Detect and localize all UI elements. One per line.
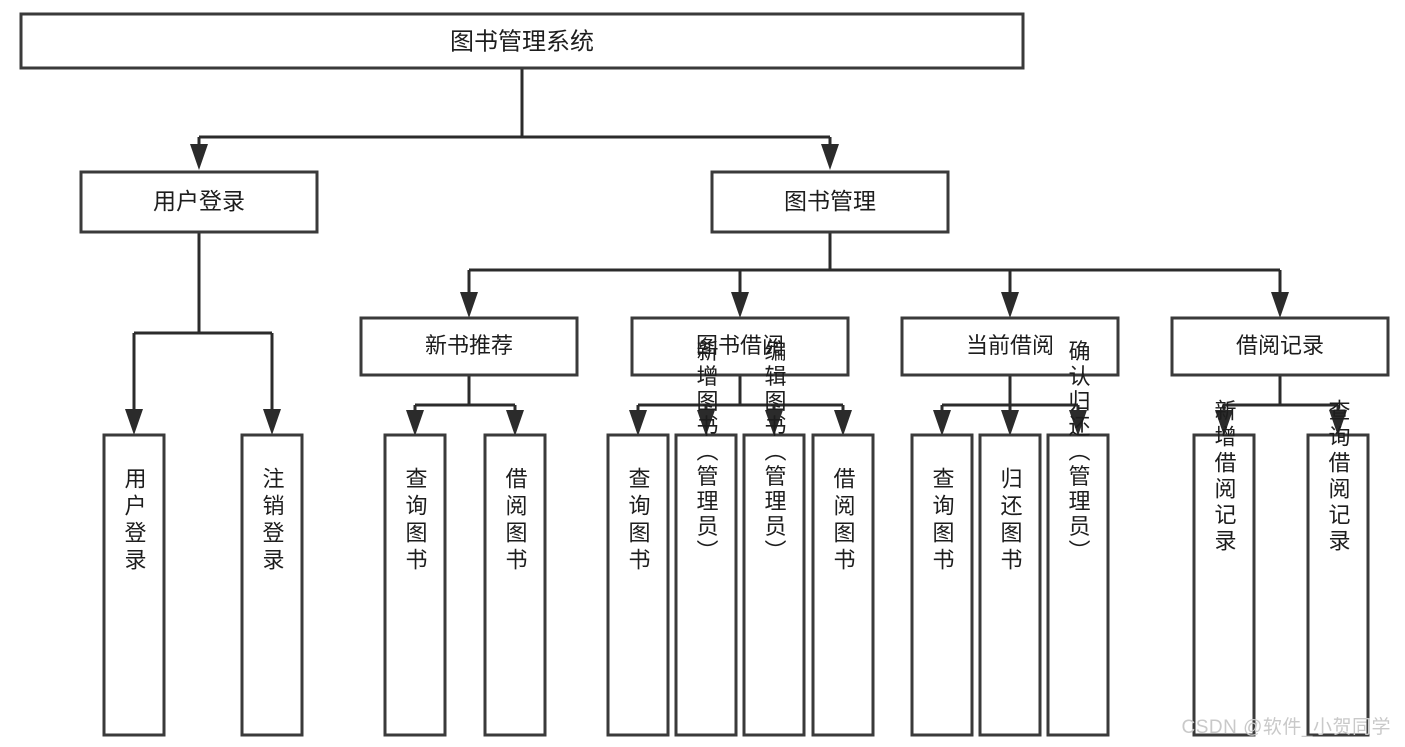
- leaf-return-book[interactable]: 归还图书: [978, 433, 1042, 737]
- leaf-edit-book[interactable]: 编辑图书（管理员）: [742, 340, 806, 737]
- leaf-logout-label: 注销登录: [260, 467, 285, 575]
- leaf-query-book-b-label: 查询图书: [626, 467, 651, 575]
- leaf-return-book-label: 归还图书: [998, 467, 1023, 575]
- arrow-to-leaf-query-book-a: [406, 410, 424, 436]
- leaf-add-book-box[interactable]: [674, 433, 738, 737]
- leaf-logout[interactable]: 注销登录: [240, 433, 304, 737]
- node-new-book-rec[interactable]: 新书推荐: [359, 316, 579, 377]
- node-book-mgmt-group[interactable]: 图书管理: [710, 170, 950, 234]
- arrow-to-user-login: [190, 144, 208, 170]
- leaf-query-record[interactable]: 查询借阅记录: [1306, 399, 1370, 737]
- leaf-user-login[interactable]: 用户登录: [102, 433, 166, 737]
- arrow-to-current-borrow: [1001, 292, 1019, 318]
- node-book-borrow-box[interactable]: [630, 316, 850, 377]
- connector-layer: [125, 68, 1347, 436]
- leaf-borrow-book-a-label: 借阅图书: [503, 467, 528, 575]
- arrow-to-leaf-logout: [263, 409, 281, 435]
- csdn-watermark: CSDN @软件_小贺同学: [1181, 717, 1391, 738]
- leaf-query-book-a-box[interactable]: [383, 433, 447, 737]
- leaf-user-login-box[interactable]: [102, 433, 166, 737]
- node-new-book-rec-box[interactable]: [359, 316, 579, 377]
- leaf-query-book-c-box[interactable]: [910, 433, 974, 737]
- arrow-to-leaf-query-book-b: [629, 410, 647, 436]
- arrow-to-leaf-borrow-book-b: [834, 410, 852, 436]
- node-borrow-record-label: 借阅记录: [1236, 333, 1324, 358]
- node-user-login-box[interactable]: [79, 170, 319, 234]
- node-new-book-rec-label: 新书推荐: [425, 333, 513, 358]
- leaf-borrow-book-a[interactable]: 借阅图书: [483, 433, 547, 737]
- node-current-borrow-label: 当前借阅: [966, 333, 1054, 358]
- node-book-borrow-label: 图书借阅: [696, 333, 784, 358]
- leaf-confirm-return[interactable]: 确认归还（管理员）: [1046, 340, 1110, 737]
- leaf-edit-book-label: 编辑图书（管理员）: [762, 340, 787, 565]
- leaf-query-book-c[interactable]: 查询图书: [910, 433, 974, 737]
- arrow-to-book-borrow: [731, 292, 749, 318]
- arrow-to-book-mgmt: [821, 144, 839, 170]
- leaf-borrow-book-a-box[interactable]: [483, 433, 547, 737]
- node-root[interactable]: 图书管理系统: [19, 12, 1025, 70]
- arrow-to-new-book-rec: [460, 292, 478, 318]
- leaf-query-record-label: 查询借阅记录: [1326, 399, 1351, 555]
- leaf-query-record-box[interactable]: [1306, 433, 1370, 737]
- leaf-query-book-a-label: 查询图书: [403, 467, 428, 575]
- arrow-to-leaf-user-login: [125, 409, 143, 435]
- leaf-edit-book-box[interactable]: [742, 433, 806, 737]
- leaf-query-book-a[interactable]: 查询图书: [383, 433, 447, 737]
- node-root-box[interactable]: [19, 12, 1025, 70]
- leaf-query-book-b-box[interactable]: [606, 433, 670, 737]
- node-current-borrow[interactable]: 当前借阅: [900, 316, 1120, 377]
- leaf-query-book-b[interactable]: 查询图书: [606, 433, 670, 737]
- leaf-add-book[interactable]: 新增图书（管理员）: [674, 340, 738, 737]
- node-book-borrow[interactable]: 图书借阅: [630, 316, 850, 377]
- leaf-add-book-label: 新增图书（管理员）: [694, 340, 719, 565]
- leaf-user-login-label: 用户登录: [122, 467, 147, 575]
- leaf-borrow-book-b-box[interactable]: [811, 433, 875, 737]
- node-book-mgmt-label: 图书管理: [784, 188, 876, 214]
- node-user-login-label: 用户登录: [153, 188, 245, 214]
- node-root-label: 图书管理系统: [450, 28, 594, 55]
- node-borrow-record[interactable]: 借阅记录: [1170, 316, 1390, 377]
- arrow-to-leaf-return-book: [1001, 410, 1019, 436]
- leaf-borrow-book-b[interactable]: 借阅图书: [811, 433, 875, 737]
- leaf-add-record-box[interactable]: [1192, 433, 1256, 737]
- node-user-login-group[interactable]: 用户登录: [79, 170, 319, 234]
- leaf-query-book-c-label: 查询图书: [930, 467, 955, 575]
- leaf-confirm-return-box[interactable]: [1046, 433, 1110, 737]
- leaf-add-record-label: 新增借阅记录: [1212, 399, 1237, 555]
- arrow-to-borrow-record: [1271, 292, 1289, 318]
- leaf-confirm-return-label: 确认归还（管理员）: [1066, 340, 1091, 565]
- node-book-mgmt-box[interactable]: [710, 170, 950, 234]
- leaf-add-record[interactable]: 新增借阅记录: [1192, 399, 1256, 737]
- leaf-borrow-book-b-label: 借阅图书: [831, 467, 856, 575]
- leaf-return-book-box[interactable]: [978, 433, 1042, 737]
- arrow-to-leaf-borrow-book-a: [506, 410, 524, 436]
- arrow-to-leaf-query-book-c: [933, 410, 951, 436]
- leaf-logout-box[interactable]: [240, 433, 304, 737]
- node-borrow-record-box[interactable]: [1170, 316, 1390, 377]
- node-current-borrow-box[interactable]: [900, 316, 1120, 377]
